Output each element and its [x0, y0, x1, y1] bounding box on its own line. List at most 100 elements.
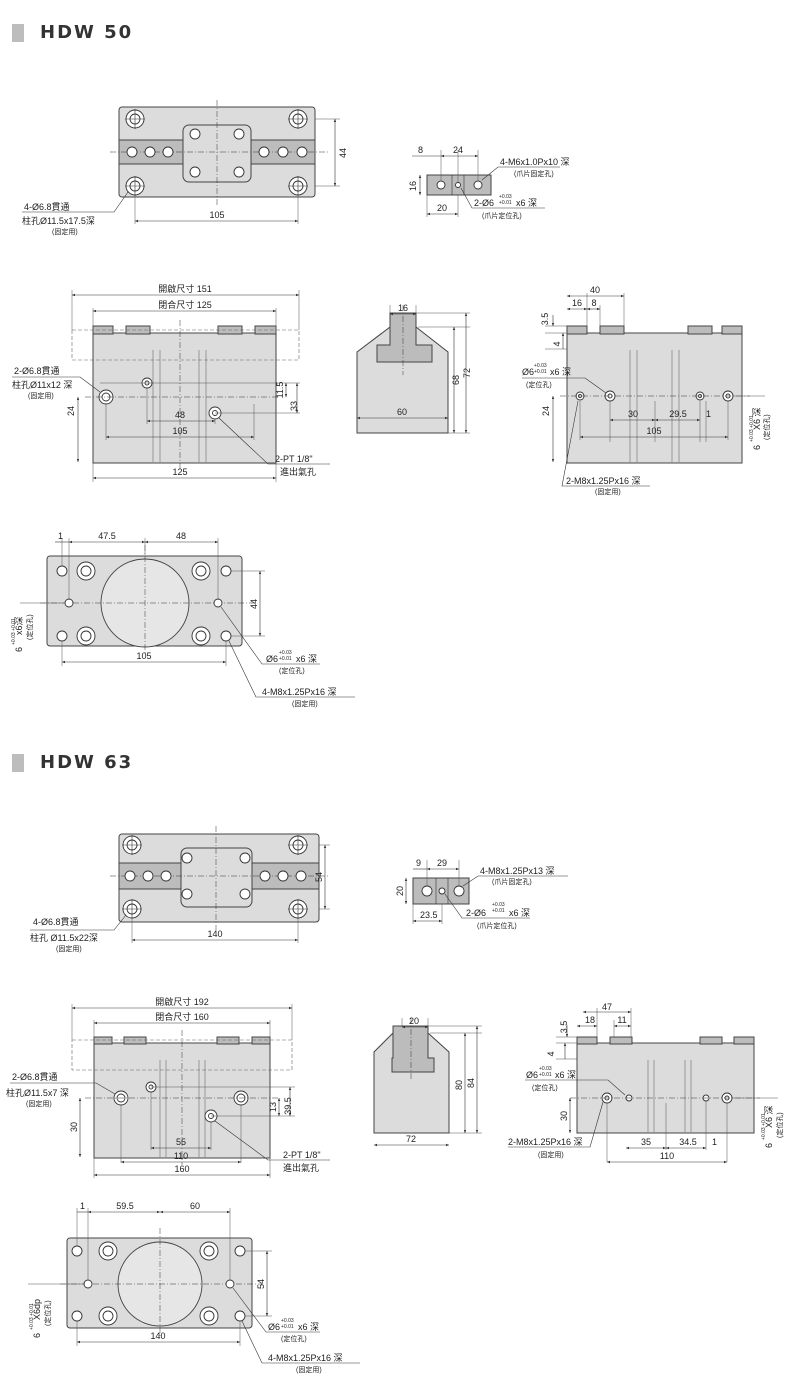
note-tap: 4-M8x1.25Px16 深: [268, 1353, 343, 1363]
section-header-hdw50: HDW 50: [0, 22, 790, 46]
counterbore-hole: [76, 626, 96, 646]
note-lpin-purpose: (定位孔): [25, 614, 34, 640]
note-tap: 2-M8x1.25Px16 深: [508, 1137, 583, 1147]
note-pin: Ø6: [268, 1322, 280, 1332]
dim-30: 30: [628, 409, 638, 419]
note-lpin-purpose: (定位孔): [43, 1300, 52, 1326]
note-jaw-pin-depth: x6 深: [516, 198, 537, 208]
dim-110: 110: [174, 1151, 188, 1161]
dim-125: 125: [172, 467, 187, 477]
dim-44: 44: [338, 148, 348, 158]
hdw50-bottom-view: 1 47.5 48 44 105 6 +0.03 +0.01 x6深 (定位孔)…: [11, 531, 355, 708]
dim-29: 29: [437, 858, 447, 868]
dim-140: 140: [150, 1331, 165, 1341]
note-jaw-pin-purpose: (爪片定位孔): [482, 211, 522, 220]
tol-pair: +0.03 +0.01: [749, 415, 755, 442]
note-pin-depth: x6 深: [550, 367, 571, 377]
dim-open-width: 開啟尺寸 192: [155, 996, 209, 1007]
dim-72: 72: [462, 368, 472, 378]
dim-48: 48: [175, 410, 185, 420]
note-jaw-pin: 2-Ø6: [474, 198, 494, 208]
dim-30: 30: [69, 1122, 79, 1132]
note-air-port-purpose: 進出氣孔: [280, 466, 316, 477]
counterbore-hole: [122, 835, 142, 855]
dim-16: 16: [408, 181, 418, 191]
hdw63-side-view: 20 80 84 72: [373, 1016, 482, 1147]
note-pin: Ø6: [522, 367, 534, 377]
note-jaw-tap: 4-M6x1.0Px10 深: [500, 157, 570, 167]
section-marker: [12, 24, 24, 42]
note-jaw-tap-purpose: (爪片固定孔): [492, 877, 532, 886]
note-pin-depth: x6 深: [298, 1322, 319, 1332]
note-mount-hole: 2-Ø6.8貫通: [14, 366, 60, 376]
counterbore-hole: [122, 899, 142, 919]
note-tap-purpose: (固定用): [538, 1150, 564, 1159]
dim-44: 44: [249, 599, 259, 609]
hdw50-jaw-detail: 8 24 16 20 4-M6x1.0Px10 深 (爪片固定孔) 2-Ø6 +…: [408, 145, 570, 220]
note-tap-purpose: (固定用): [595, 487, 621, 496]
dim-110: 110: [660, 1151, 674, 1161]
note-lpin-depth: X6dp: [32, 1299, 42, 1320]
note-rpin-purpose: (定位孔): [775, 1112, 784, 1138]
dim-47-5: 47.5: [98, 531, 116, 541]
hdw50-top-view: 44 105 4-Ø6.8貫通 柱孔Ø11.5x17.5深 (固定用): [22, 100, 348, 236]
counterbore-hole: [98, 1241, 118, 1261]
counterbore-hole: [288, 899, 308, 919]
tol-upper: +0.03: [279, 650, 292, 656]
dim-11-5: 11.5: [275, 382, 285, 399]
dim-closed-width: 閉合尺寸 125: [158, 299, 212, 310]
tol-lower: +0.01: [539, 1072, 552, 1078]
dim-16: 16: [572, 298, 582, 308]
dim-11: 11: [617, 1015, 626, 1025]
note-rpin-depth: X6 深: [752, 407, 762, 430]
dim-59-5: 59.5: [116, 1201, 134, 1211]
dim-80: 80: [454, 1080, 464, 1090]
dim-84: 84: [466, 1078, 476, 1088]
counterbore-hole: [288, 835, 308, 855]
dim-closed-width: 閉合尺寸 160: [155, 1011, 209, 1022]
dim-54: 54: [256, 1279, 266, 1289]
note-purpose: (固定用): [26, 1099, 52, 1108]
dim-105: 105: [646, 426, 661, 436]
dim-33: 33: [289, 401, 299, 411]
hdw63-top-view: 54 140 4-Ø6.8貫通 柱孔 Ø11.5x22深 (固定用): [30, 826, 330, 953]
note-pin-purpose: (定位孔): [281, 1334, 307, 1343]
note-purpose: (固定用): [28, 391, 54, 400]
tol-lower: +0.01: [279, 656, 292, 662]
tol-upper: +0.03: [539, 1066, 552, 1072]
note-lpin-depth: x6深: [14, 616, 24, 635]
tol-pair: +0.03 +0.01: [11, 618, 17, 645]
note-rpin-depth: X6 深: [764, 1105, 774, 1128]
dim-20: 20: [437, 203, 447, 213]
note-mount-hole: 4-Ø6.8貫通: [33, 917, 79, 927]
tol-lower: +0.01: [281, 1324, 294, 1330]
note-air-port-purpose: 進出氣孔: [283, 1162, 319, 1173]
dim-18: 18: [585, 1015, 595, 1025]
dim-9: 9: [416, 858, 421, 868]
note-rpin-purpose: (定位孔): [762, 414, 771, 440]
section-marker: [12, 754, 24, 772]
dim-105: 105: [209, 210, 224, 220]
tol-pair: +0.03 +0.01: [29, 1303, 35, 1330]
note-lpin: 6: [32, 1333, 42, 1338]
dim-24: 24: [453, 145, 463, 155]
note-jaw-tap: 4-M8x1.25Px13 深: [480, 866, 555, 876]
note-jaw-pin-depth: x6 深: [509, 908, 530, 918]
dim-1: 1: [80, 1201, 85, 1211]
hdw50-side-view: 16 68 72 60: [356, 303, 472, 434]
dim-4: 4: [546, 1051, 556, 1056]
dim-54: 54: [314, 872, 324, 882]
dim-72: 72: [406, 1134, 416, 1144]
hdw50-rear-view: 40 16 8 3.5 4 24 30 29.5 1 105 Ø6 +0.03 …: [522, 285, 771, 496]
note-pin-purpose: (定位孔): [526, 380, 552, 389]
tol-lower: +0.01: [534, 369, 547, 375]
dim-60: 60: [190, 1201, 200, 1211]
note-lpin: 6: [14, 647, 24, 652]
note-tap-purpose: (固定用): [292, 699, 318, 708]
counterbore-hole: [125, 176, 145, 196]
dim-8: 8: [418, 145, 423, 155]
dim-1: 1: [712, 1137, 717, 1147]
dim-105: 105: [136, 651, 151, 661]
dim-68: 68: [451, 375, 461, 385]
dim-1: 1: [706, 409, 711, 419]
